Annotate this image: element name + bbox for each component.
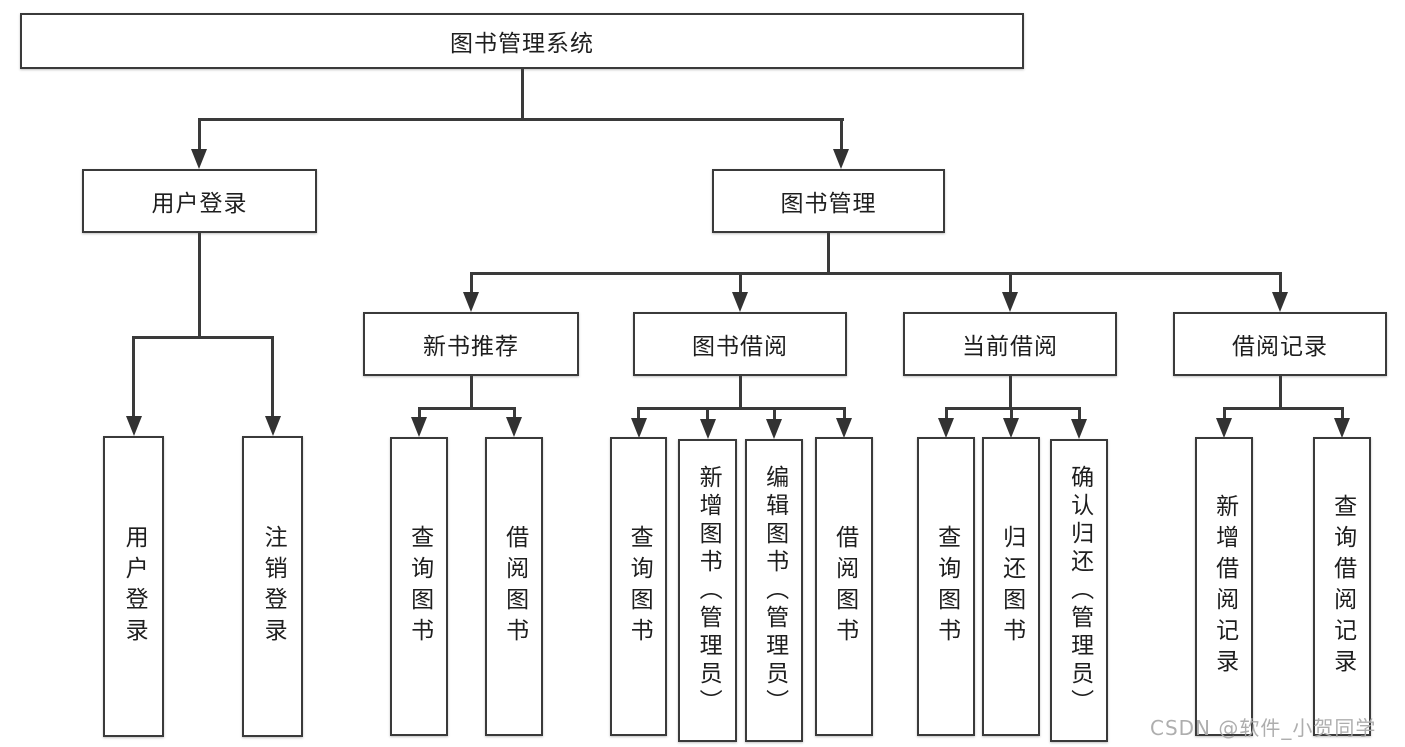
leaf-current-return-book-label: 归还图书 bbox=[998, 524, 1025, 649]
connector-vline bbox=[738, 376, 742, 407]
connector-vline bbox=[469, 272, 473, 292]
leaf-borrow-query-book-label: 查询图书 bbox=[626, 524, 653, 649]
arrow-down-icon bbox=[463, 292, 479, 312]
connector-vline bbox=[512, 407, 516, 417]
node-book-management-label: 图书管理 bbox=[780, 191, 877, 217]
leaf-records-query-record-label: 查询借阅记录 bbox=[1329, 493, 1356, 680]
arrow-down-icon bbox=[125, 416, 142, 436]
connector-vline bbox=[417, 407, 421, 417]
leaf-borrow-borrow-book: 借阅图书 bbox=[815, 437, 873, 736]
arrow-down-icon bbox=[833, 149, 849, 169]
leaf-records-query-record: 查询借阅记录 bbox=[1313, 437, 1371, 736]
leaf-logout: 注销登录 bbox=[242, 436, 303, 737]
arrow-down-icon bbox=[1334, 418, 1350, 438]
node-borrow-records-label: 借阅记录 bbox=[1232, 334, 1328, 360]
leaf-records-add-record: 新增借阅记录 bbox=[1195, 437, 1253, 736]
leaf-borrow-edit-book-admin: 编辑图书（管理员） bbox=[745, 439, 803, 742]
arrow-down-icon bbox=[1002, 292, 1018, 312]
connector-vline bbox=[827, 233, 830, 272]
connector-hline bbox=[197, 118, 844, 121]
leaf-borrow-edit-book-admin-label: 编辑图书（管理员） bbox=[761, 464, 788, 717]
node-new-book-recommend-label: 新书推荐 bbox=[423, 334, 519, 360]
arrow-down-icon bbox=[506, 417, 522, 437]
arrow-down-icon bbox=[411, 417, 427, 437]
connector-vline bbox=[1008, 376, 1012, 407]
connector-hline bbox=[132, 336, 274, 339]
connector-vline bbox=[842, 407, 846, 418]
leaf-recommend-borrow-book: 借阅图书 bbox=[485, 437, 543, 736]
connector-vline bbox=[839, 118, 843, 149]
leaf-records-add-record-label: 新增借阅记录 bbox=[1211, 493, 1238, 680]
connector-vline bbox=[738, 272, 742, 292]
leaf-recommend-borrow-book-label: 借阅图书 bbox=[501, 524, 528, 649]
connector-vline bbox=[1222, 407, 1226, 418]
arrow-down-icon bbox=[699, 419, 716, 439]
node-book-management: 图书管理 bbox=[712, 169, 945, 233]
node-current-borrow-label: 当前借阅 bbox=[962, 334, 1058, 360]
arrow-down-icon bbox=[630, 418, 647, 438]
connector-vline bbox=[944, 407, 948, 418]
connector-vline bbox=[520, 69, 524, 118]
leaf-user-login-label: 用户登录 bbox=[121, 524, 148, 649]
connector-vline bbox=[271, 336, 274, 416]
connector-hline bbox=[1222, 407, 1344, 410]
connector-vline bbox=[197, 118, 201, 149]
connector-hline bbox=[469, 272, 1282, 275]
connector-vline bbox=[1278, 376, 1282, 407]
connector-vline bbox=[706, 407, 709, 419]
arrow-down-icon bbox=[836, 418, 852, 438]
node-book-borrow: 图书借阅 bbox=[633, 312, 847, 376]
arrow-down-icon bbox=[191, 149, 207, 169]
connector-hline bbox=[944, 407, 1081, 410]
node-user-login: 用户登录 bbox=[82, 169, 317, 233]
connector-vline bbox=[1340, 407, 1344, 418]
node-root: 图书管理系统 bbox=[20, 13, 1024, 69]
node-user-login-label: 用户登录 bbox=[151, 191, 248, 217]
connector-vline bbox=[772, 407, 776, 419]
leaf-borrow-borrow-book-label: 借阅图书 bbox=[831, 524, 858, 649]
connector-hline bbox=[417, 407, 516, 410]
leaf-current-confirm-return-admin: 确认归还（管理员） bbox=[1050, 439, 1108, 742]
leaf-borrow-add-book-admin-label: 新增图书（管理员） bbox=[695, 464, 722, 717]
leaf-current-query-book: 查询图书 bbox=[917, 437, 975, 736]
node-book-borrow-label: 图书借阅 bbox=[692, 334, 788, 360]
arrow-down-icon bbox=[766, 419, 782, 439]
connector-vline bbox=[637, 407, 640, 418]
leaf-user-login: 用户登录 bbox=[103, 436, 164, 737]
arrow-down-icon bbox=[264, 416, 281, 436]
connector-vline bbox=[132, 336, 135, 416]
arrow-down-icon bbox=[1272, 292, 1288, 312]
leaf-current-query-book-label: 查询图书 bbox=[933, 524, 960, 649]
leaf-borrow-add-book-admin: 新增图书（管理员） bbox=[678, 439, 737, 742]
connector-vline bbox=[1278, 272, 1282, 292]
leaf-logout-label: 注销登录 bbox=[260, 524, 287, 649]
node-borrow-records: 借阅记录 bbox=[1173, 312, 1387, 376]
arrow-down-icon bbox=[1216, 418, 1232, 438]
connector-vline bbox=[1008, 272, 1012, 292]
arrow-down-icon bbox=[938, 418, 954, 438]
connector-vline bbox=[469, 376, 473, 407]
node-current-borrow: 当前借阅 bbox=[903, 312, 1117, 376]
connector-vline bbox=[198, 233, 201, 336]
arrow-down-icon bbox=[732, 292, 748, 312]
leaf-current-confirm-return-admin-label: 确认归还（管理员） bbox=[1066, 464, 1093, 717]
leaf-borrow-query-book: 查询图书 bbox=[610, 437, 667, 736]
arrow-down-icon bbox=[1071, 419, 1087, 439]
leaf-recommend-query-book-label: 查询图书 bbox=[406, 524, 433, 649]
leaf-recommend-query-book: 查询图书 bbox=[390, 437, 448, 736]
csdn-watermark: CSDN @软件_小贺同学 bbox=[1150, 716, 1377, 740]
leaf-current-return-book: 归还图书 bbox=[982, 437, 1040, 736]
connector-vline bbox=[1009, 407, 1013, 418]
node-root-label: 图书管理系统 bbox=[450, 31, 594, 57]
connector-hline bbox=[637, 407, 845, 410]
connector-vline bbox=[1077, 407, 1081, 419]
node-new-book-recommend: 新书推荐 bbox=[363, 312, 579, 376]
arrow-down-icon bbox=[1003, 418, 1019, 438]
